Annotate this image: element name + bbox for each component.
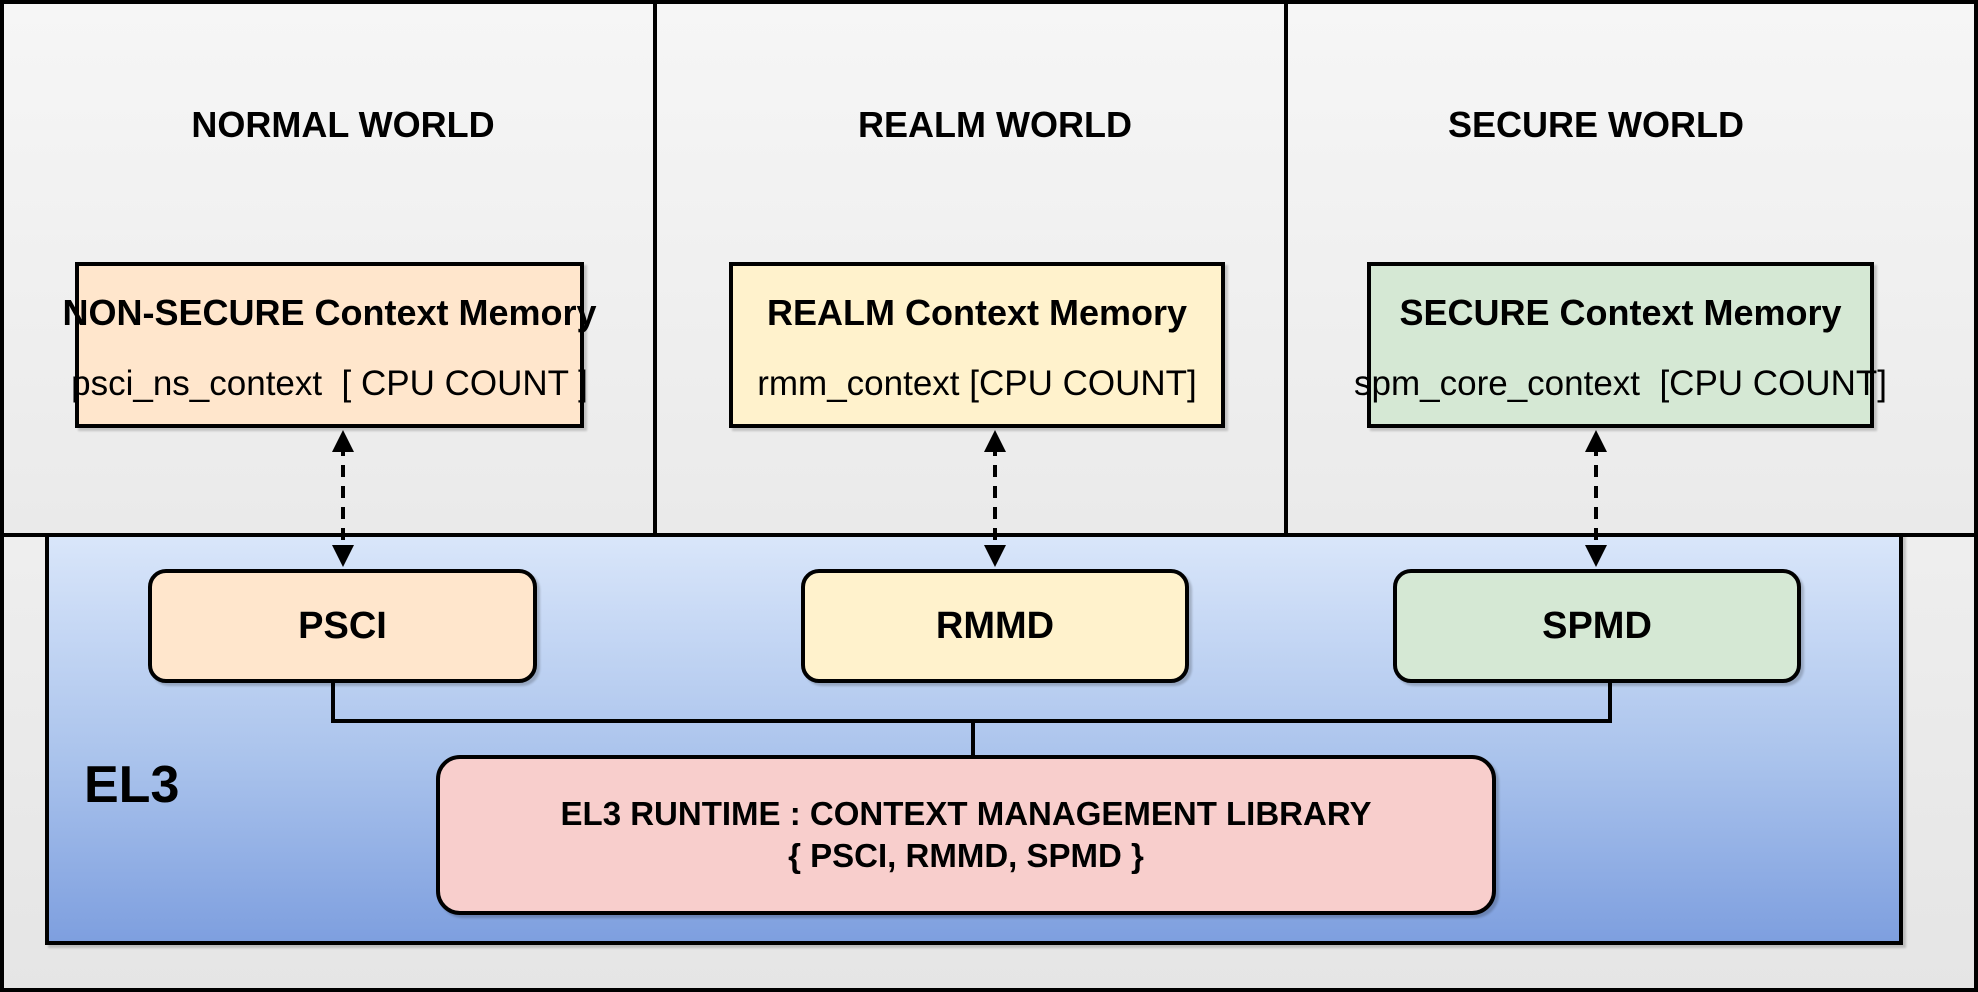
secure-world-title: SECURE WORLD <box>1448 104 1744 145</box>
el3-runtime-library-box: EL3 RUNTIME : CONTEXT MANAGEMENT LIBRARY… <box>436 755 1496 915</box>
secure-context-memory-title: SECURE Context Memory <box>1399 292 1842 333</box>
el3-label: EL3 <box>84 756 180 814</box>
normal-world-title: NORMAL WORLD <box>191 104 495 145</box>
arrow-up-icon <box>332 430 354 452</box>
realm-context-memory-code: rmm_context [CPU COUNT] <box>757 364 1197 403</box>
realm-world-title: REALM WORLD <box>858 104 1132 145</box>
dashed-line <box>341 444 345 553</box>
arrow-down-icon <box>332 545 354 567</box>
spmd-node: SPMD <box>1393 569 1801 683</box>
dashed-line <box>1594 444 1598 553</box>
psci-context-sync-arrow <box>332 430 354 567</box>
dashed-line <box>993 444 997 553</box>
non-secure-context-memory-box: NON-SECURE Context Memory psci_ns_contex… <box>62 262 597 428</box>
arrow-down-icon <box>984 545 1006 567</box>
spmd-connector-leg <box>1608 683 1612 723</box>
spmd-context-sync-arrow <box>1585 430 1607 567</box>
non-secure-context-memory-title: NON-SECURE Context Memory <box>62 292 597 333</box>
realm-context-memory-box: REALM Context Memory rmm_context [CPU CO… <box>729 262 1225 428</box>
secure-context-memory-box: SECURE Context Memory spm_core_context [… <box>1354 262 1887 428</box>
arrow-up-icon <box>1585 430 1607 452</box>
el3-runtime-library-line1: EL3 RUNTIME : CONTEXT MANAGEMENT LIBRARY <box>560 795 1372 832</box>
psci-connector-leg <box>331 681 335 723</box>
arrow-up-icon <box>984 430 1006 452</box>
psci-node: PSCI <box>148 569 537 683</box>
arrow-down-icon <box>1585 545 1607 567</box>
rmmd-context-sync-arrow <box>984 430 1006 567</box>
runtime-connector-stub <box>971 721 975 757</box>
non-secure-context-memory-code: psci_ns_context [ CPU COUNT ] <box>71 364 588 403</box>
secure-context-memory-code: spm_core_context [CPU COUNT] <box>1354 364 1887 403</box>
rmmd-node: RMMD <box>801 569 1189 683</box>
realm-context-memory-title: REALM Context Memory <box>766 292 1188 333</box>
el3-runtime-library-line2: { PSCI, RMMD, SPMD } <box>788 837 1144 874</box>
